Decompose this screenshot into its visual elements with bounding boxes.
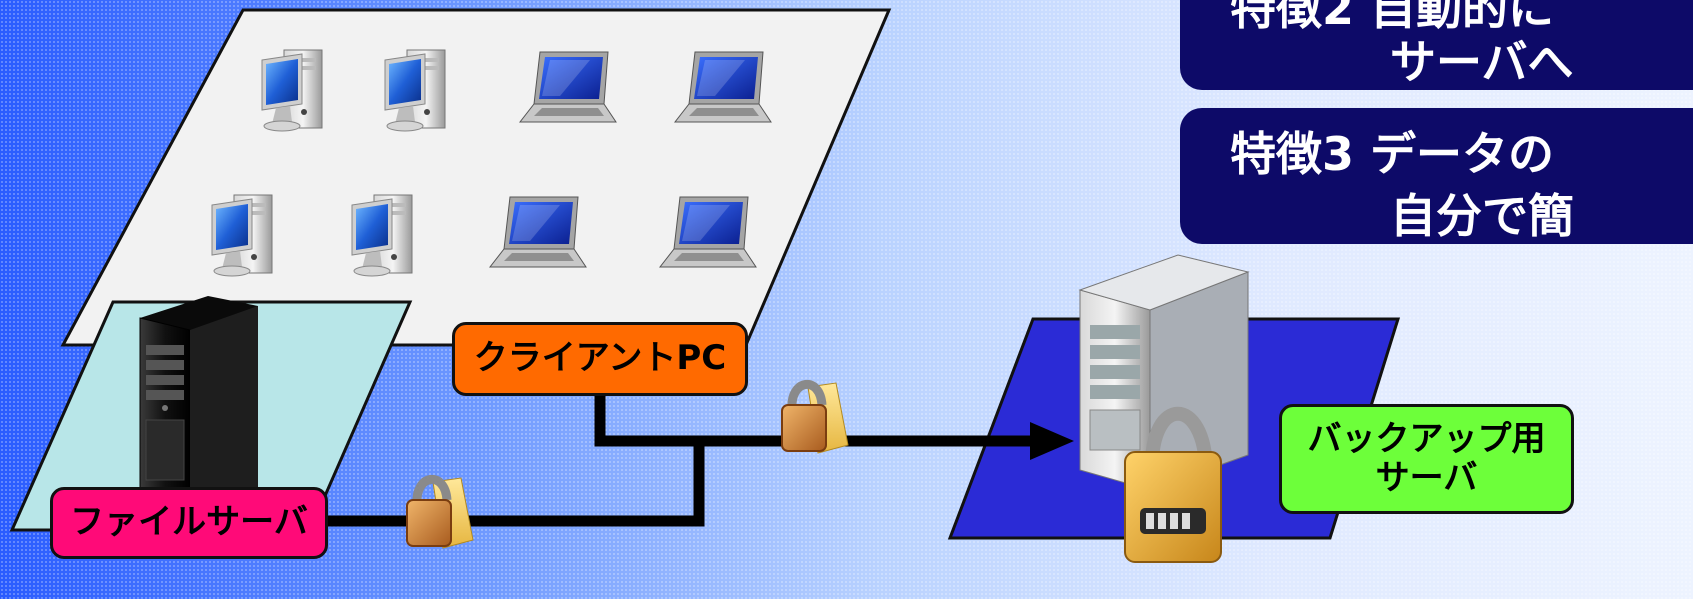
feature-box-2: 特徴2 自動的に サーバへ [1180, 0, 1693, 90]
client-pc-label: クライアントPC [452, 322, 748, 396]
feature-3-line1: 特徴3 データの [1230, 127, 1555, 181]
lock-folder-icon [782, 383, 848, 453]
backup-server-label: バックアップ用 サーバ [1279, 404, 1574, 514]
file-server-label-text: ファイルサーバ [70, 502, 308, 543]
feature-box-3: 特徴3 データの 自分で簡 [1180, 108, 1693, 244]
lock-folder-icon [407, 478, 473, 548]
backup-server-label-line2: サーバ [1375, 458, 1478, 498]
feature-3-line2: 自分で簡 [1390, 189, 1574, 243]
feature-2-line2: サーバへ [1390, 35, 1574, 89]
client-pc-plane [60, 8, 892, 347]
backup-server-icon [1078, 254, 1250, 491]
file-server-label: ファイルサーバ [50, 487, 328, 559]
client-pc-label-text: クライアントPC [473, 338, 727, 379]
feature-2-line1: 特徴2 自動的に [1230, 0, 1555, 35]
file-server-icon [139, 296, 258, 513]
backup-server-label-line1: バックアップ用 [1307, 418, 1546, 459]
backup-lock-icon [1124, 407, 1222, 563]
arrow-head [1030, 422, 1074, 460]
